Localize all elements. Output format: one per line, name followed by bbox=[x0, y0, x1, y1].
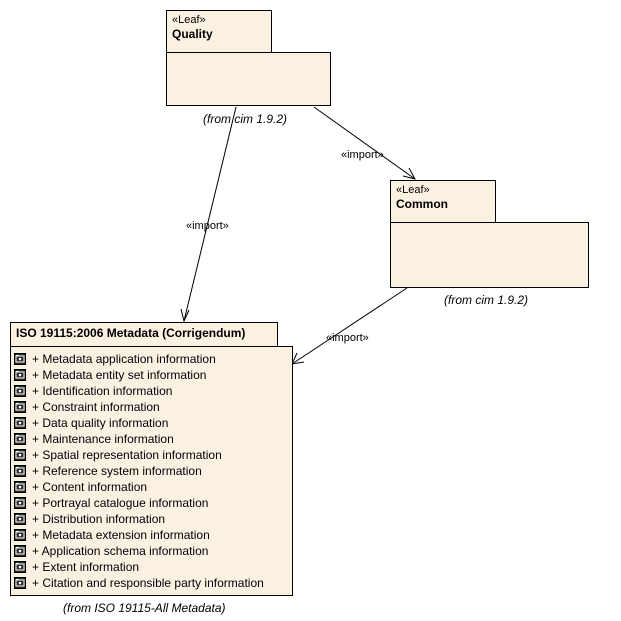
package-icon bbox=[14, 433, 26, 445]
iso-content-item-label: + Metadata application information bbox=[32, 352, 216, 366]
package-icon bbox=[14, 497, 26, 509]
iso-content-item[interactable]: + Application schema information bbox=[14, 543, 292, 559]
iso-contents-list: + Metadata application information + Meta… bbox=[14, 351, 292, 591]
iso-content-item[interactable]: + Metadata application information bbox=[14, 351, 292, 367]
iso-package-body[interactable]: + Metadata application information + Meta… bbox=[10, 346, 293, 596]
arrowhead-iso-from-quality bbox=[180, 308, 190, 323]
quality-package-name: Quality bbox=[172, 27, 213, 41]
iso-package-tab[interactable]: ISO 19115:2006 Metadata (Corrigendum) bbox=[10, 322, 278, 347]
package-icon bbox=[14, 353, 26, 365]
iso-content-item[interactable]: + Content information bbox=[14, 479, 292, 495]
arrowhead-common bbox=[402, 167, 416, 180]
iso-content-item-label: + Metadata entity set information bbox=[32, 368, 207, 382]
common-package-body[interactable] bbox=[390, 222, 589, 288]
package-icon bbox=[14, 513, 26, 525]
quality-from-label: (from cim 1.9.2) bbox=[203, 112, 288, 126]
iso-package-name: ISO 19115:2006 Metadata (Corrigendum) bbox=[16, 326, 246, 340]
package-icon bbox=[14, 449, 26, 461]
common-package-tab[interactable]: «Leaf» Common bbox=[390, 180, 496, 223]
iso-content-item-label: + Metadata extension information bbox=[32, 528, 210, 542]
iso-content-item[interactable]: + Data quality information bbox=[14, 415, 292, 431]
iso-content-item[interactable]: + Extent information bbox=[14, 559, 292, 575]
package-icon bbox=[14, 401, 26, 413]
iso-content-item[interactable]: + Reference system information bbox=[14, 463, 292, 479]
iso-content-item[interactable]: + Metadata extension information bbox=[14, 527, 292, 543]
import-line-quality-iso bbox=[183, 106, 237, 322]
iso-content-item-label: + Data quality information bbox=[32, 416, 169, 430]
import-line-common-iso bbox=[291, 287, 408, 365]
package-icon bbox=[14, 545, 26, 557]
iso-content-item-label: + Extent information bbox=[32, 560, 140, 574]
package-icon bbox=[14, 529, 26, 541]
quality-package-body[interactable] bbox=[166, 52, 331, 106]
common-stereotype: «Leaf» bbox=[396, 184, 430, 196]
iso-content-item-label: + Content information bbox=[32, 480, 148, 494]
iso-content-item-label: + Identification information bbox=[32, 384, 173, 398]
package-icon bbox=[14, 481, 26, 493]
package-icon bbox=[14, 369, 26, 381]
iso-content-item[interactable]: + Constraint information bbox=[14, 399, 292, 415]
import-label-quality-iso: «import» bbox=[186, 220, 229, 232]
package-icon bbox=[14, 577, 26, 589]
iso-content-item[interactable]: + Citation and responsible party informa… bbox=[14, 575, 292, 591]
iso-content-item-label: + Spatial representation information bbox=[32, 448, 222, 462]
import-label-common-iso: «import» bbox=[326, 332, 369, 344]
common-from-label: (from cim 1.9.2) bbox=[444, 293, 529, 307]
quality-stereotype: «Leaf» bbox=[172, 14, 206, 26]
iso-content-item-label: + Portrayal catalogue information bbox=[32, 496, 209, 510]
import-label-quality-common: «import» bbox=[341, 149, 384, 161]
package-icon bbox=[14, 385, 26, 397]
iso-content-item-label: + Distribution information bbox=[32, 512, 166, 526]
iso-content-item[interactable]: + Metadata entity set information bbox=[14, 367, 292, 383]
common-package-name: Common bbox=[396, 197, 448, 211]
iso-content-item-label: + Reference system information bbox=[32, 464, 202, 478]
iso-content-item[interactable]: + Identification information bbox=[14, 383, 292, 399]
iso-from-label: (from ISO 19115-All Metadata) bbox=[63, 601, 226, 615]
iso-content-item-label: + Application schema information bbox=[32, 544, 209, 558]
iso-content-item[interactable]: + Portrayal catalogue information bbox=[14, 495, 292, 511]
import-line-quality-common bbox=[313, 106, 416, 180]
iso-content-item-label: + Constraint information bbox=[32, 400, 160, 414]
iso-content-item[interactable]: + Distribution information bbox=[14, 511, 292, 527]
iso-content-item[interactable]: + Maintenance information bbox=[14, 431, 292, 447]
package-icon bbox=[14, 561, 26, 573]
iso-content-item-label: + Citation and responsible party informa… bbox=[32, 576, 264, 590]
package-icon bbox=[14, 465, 26, 477]
iso-content-item-label: + Maintenance information bbox=[32, 432, 174, 446]
package-icon bbox=[14, 417, 26, 429]
iso-content-item[interactable]: + Spatial representation information bbox=[14, 447, 292, 463]
quality-package-tab[interactable]: «Leaf» Quality bbox=[166, 10, 272, 53]
